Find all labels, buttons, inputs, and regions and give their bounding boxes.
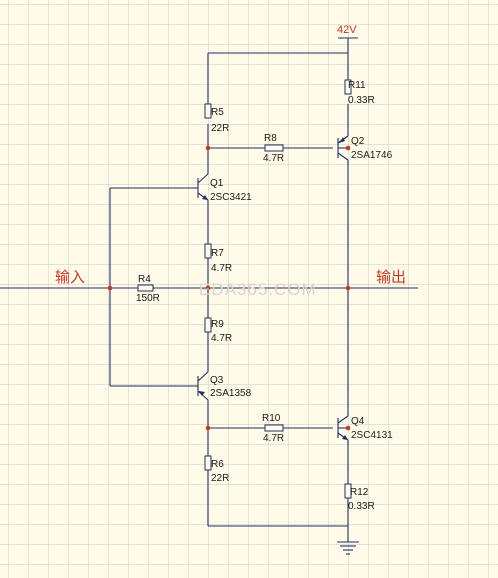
resistor-r4: R4 150R <box>136 274 160 304</box>
transistor-q4: Q4 2SC4131 <box>337 415 393 441</box>
transistor-q2: Q2 2SA1746 <box>337 135 393 161</box>
supply-rail-42v: 42V <box>337 24 358 39</box>
r11-value: 0.33R <box>348 95 375 106</box>
resistor-r10: R10 4.7R <box>262 413 284 444</box>
resistor-r9: R9 4.7R <box>204 317 232 344</box>
r12-ref: R12 <box>350 487 369 498</box>
q1-ref: Q1 <box>210 178 224 189</box>
q4-ref: Q4 <box>351 416 365 427</box>
q4-part: 2SC4131 <box>351 430 393 441</box>
r7-ref: R7 <box>211 248 224 259</box>
q3-part: 2SA1358 <box>210 388 252 399</box>
q2-ref: Q2 <box>351 136 365 147</box>
r8-ref: R8 <box>264 133 277 144</box>
r6-value: 22R <box>211 473 229 484</box>
r8-value: 4.7R <box>263 153 284 164</box>
r11-ref: R11 <box>348 80 366 91</box>
ground-icon <box>337 541 359 555</box>
transistor-q1: Q1 2SC3421 <box>194 173 252 203</box>
output-label: 输出 <box>376 268 406 286</box>
watermark: EDA365.COM <box>199 280 317 299</box>
resistor-r11: R11 0.33R <box>344 79 375 106</box>
r10-ref: R10 <box>262 413 281 424</box>
r6-ref: R6 <box>211 459 224 470</box>
r12-value: 0.33R <box>348 501 375 512</box>
r5-ref: R5 <box>211 107 224 118</box>
resistor-r5: R5 22R <box>204 103 229 134</box>
supply-label: 42V <box>337 24 357 36</box>
q3-ref: Q3 <box>210 375 224 386</box>
resistor-r12: R12 0.33R <box>344 483 375 512</box>
r4-ref: R4 <box>138 274 151 285</box>
r7-value: 4.7R <box>211 263 232 274</box>
r9-ref: R9 <box>211 319 224 330</box>
transistor-q3: Q3 2SA1358 <box>194 371 252 401</box>
junction-nodes <box>107 145 351 431</box>
resistor-r8: R8 4.7R <box>263 133 284 164</box>
q2-part: 2SA1746 <box>351 150 393 161</box>
r9-value: 4.7R <box>211 333 232 344</box>
input-label: 输入 <box>55 268 85 286</box>
r5-value: 22R <box>211 123 229 134</box>
resistor-r7: R7 4.7R <box>204 243 232 274</box>
r10-value: 4.7R <box>263 433 284 444</box>
resistor-r6: R6 22R <box>204 455 229 484</box>
q1-part: 2SC3421 <box>210 192 252 203</box>
r4-value: 150R <box>136 293 160 304</box>
